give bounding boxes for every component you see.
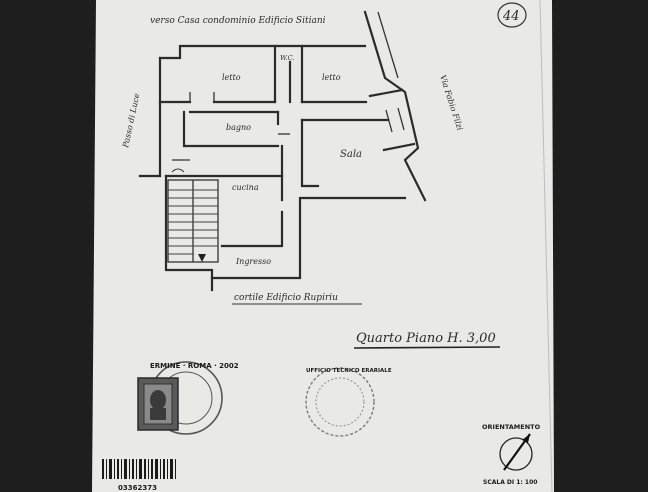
- orientation-compass: ORIENTAMENTO SCALA DI 1: 100: [482, 423, 541, 486]
- barcode: 03362373: [100, 458, 178, 492]
- room-label-bagno: bagno: [226, 123, 251, 132]
- stamp-right-text: UFFICIO TECNICO ERARIALE: [306, 368, 392, 374]
- margin-line: [539, 0, 553, 492]
- header-note: verso Casa condominio Edificio Sitiani: [150, 16, 326, 26]
- staircase: [167, 168, 219, 263]
- orientation-label: ORIENTAMENTO: [482, 423, 541, 431]
- room-label-wc: W.C.: [280, 54, 294, 62]
- floor-label-underline: [353, 346, 501, 349]
- official-stamp-left: ERMINE · ROMA · 2002: [137, 361, 239, 435]
- room-label-sala: Sala: [340, 149, 362, 160]
- compass-circle: [499, 437, 533, 471]
- room-label-letto-1: letto: [222, 73, 241, 82]
- room-label-ingresso: Ingresso: [235, 257, 271, 266]
- floor-label: Quarto Piano H. 3,00: [356, 331, 496, 346]
- bottom-note: cortile Edificio Rupiriu: [234, 293, 338, 303]
- barcode-number: 03362373: [118, 484, 157, 492]
- room-label-letto-2: letto: [322, 73, 341, 82]
- page-number: 44: [502, 9, 520, 24]
- page-number-circle: [497, 2, 527, 28]
- room-label-cucina: cucina: [232, 183, 259, 192]
- plan-walls: [138, 10, 427, 292]
- official-stamp-right: UFFICIO TECNICO ERARIALE: [305, 367, 392, 437]
- scale-label: SCALA DI 1: 100: [483, 479, 537, 486]
- stamp-left-text: ERMINE · ROMA · 2002: [150, 362, 239, 370]
